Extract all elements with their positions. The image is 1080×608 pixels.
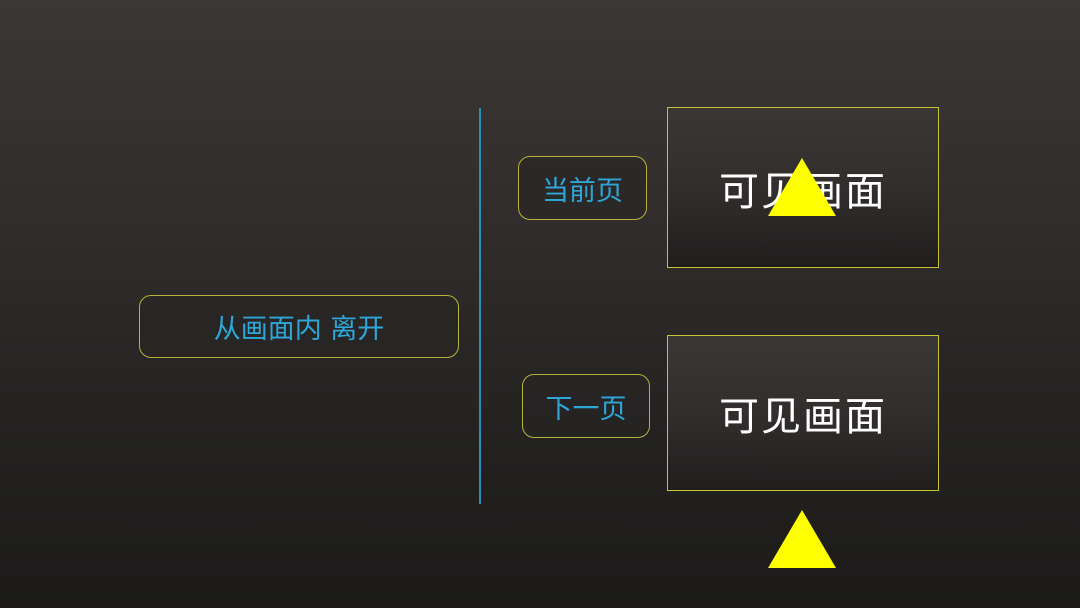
next-frame-text: 可见画面 <box>719 394 887 440</box>
current-page-text: 当前页 <box>542 175 623 207</box>
leave-frame-label: 从画面内 离开 <box>139 295 459 358</box>
divider-line <box>479 108 481 504</box>
current-page-label: 当前页 <box>518 156 647 220</box>
next-page-text: 下一页 <box>545 393 627 425</box>
marker-triangle-next <box>768 510 836 568</box>
next-page-label: 下一页 <box>522 374 650 438</box>
leave-frame-text: 从画面内 离开 <box>213 314 385 345</box>
marker-triangle-current <box>768 158 836 216</box>
next-visible-frame: 可见画面 <box>667 335 939 491</box>
